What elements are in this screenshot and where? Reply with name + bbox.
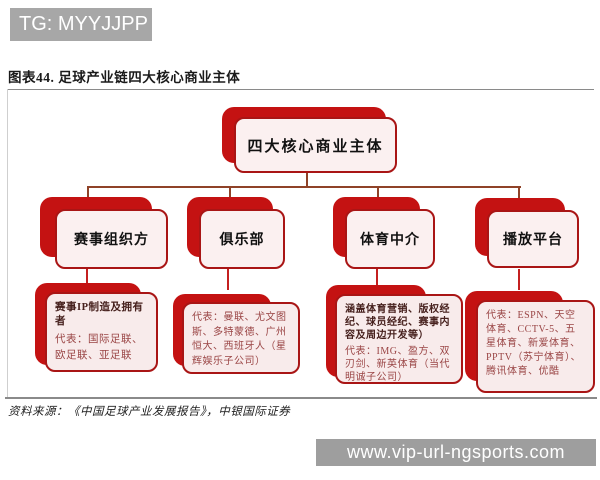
node-event-organizers: 赛事组织方 — [55, 209, 168, 269]
detail-clubs-body: 代表：曼联、尤文图斯、多特蒙德、广州恒大、西班牙人（星辉娱乐子公司） — [192, 312, 287, 367]
detail-sports-agencies-title: 涵盖体育营销、版权经纪、球员经纪、赛事内容及周边开发等） — [345, 304, 450, 341]
source-note: 资料来源：《中国足球产业发展报告》，中银国际证券 — [8, 406, 291, 418]
connector-drop-4 — [518, 187, 520, 198]
connector-root-stem — [306, 173, 308, 187]
node-clubs: 俱乐部 — [199, 209, 285, 269]
node-broadcast-platforms: 播放平台 — [487, 210, 579, 268]
footer-divider — [5, 397, 597, 399]
root-node-label: 四大核心商业主体 — [247, 138, 384, 155]
connector-detail-3 — [376, 269, 378, 290]
root-node: 四大核心商业主体 — [234, 117, 397, 173]
node-sports-agencies: 体育中介 — [345, 209, 435, 269]
title-divider — [7, 89, 594, 90]
detail-clubs: 代表：曼联、尤文图斯、多特蒙德、广州恒大、西班牙人（星辉娱乐子公司） — [182, 302, 300, 374]
detail-sports-agencies-body: 代表：IMG、盈方、双刃剑、新英体育（当代明诚子公司） — [345, 346, 450, 383]
connector-drop-3 — [377, 187, 379, 198]
watermark: www.vip-url-ngsports.com — [316, 439, 596, 466]
connector-detail-1 — [86, 269, 88, 290]
connector-bus — [87, 186, 521, 188]
detail-event-organizers-title: 赛事IP制造及拥有者 — [55, 302, 144, 328]
node-broadcast-platforms-label: 播放平台 — [503, 233, 563, 248]
detail-event-organizers-body: 代表：国际足联、欧足联、亚足联 — [55, 334, 143, 361]
connector-detail-4 — [518, 269, 520, 290]
tg-badge: TG: MYYJJPP — [10, 8, 152, 41]
connector-drop-1 — [87, 187, 89, 198]
figure-title: 图表44. 足球产业链四大核心商业主体 — [8, 70, 241, 85]
node-sports-agencies-label: 体育中介 — [360, 233, 420, 248]
detail-broadcast-platforms: 代表：ESPN、天空体育、CCTV-5、五星体育、新爱体育、PPTV（苏宁体育）… — [476, 300, 595, 393]
detail-event-organizers: 赛事IP制造及拥有者 代表：国际足联、欧足联、亚足联 — [45, 292, 158, 372]
node-clubs-label: 俱乐部 — [219, 233, 265, 248]
node-event-organizers-label: 赛事组织方 — [74, 233, 149, 248]
figure-left-border — [7, 89, 8, 397]
detail-broadcast-platforms-body: 代表：ESPN、天空体育、CCTV-5、五星体育、新爱体育、PPTV（苏宁体育）… — [486, 310, 581, 377]
detail-sports-agencies: 涵盖体育营销、版权经纪、球员经纪、赛事内容及周边开发等） 代表：IMG、盈方、双… — [335, 294, 463, 384]
connector-drop-2 — [229, 187, 231, 198]
connector-detail-2 — [227, 269, 229, 290]
